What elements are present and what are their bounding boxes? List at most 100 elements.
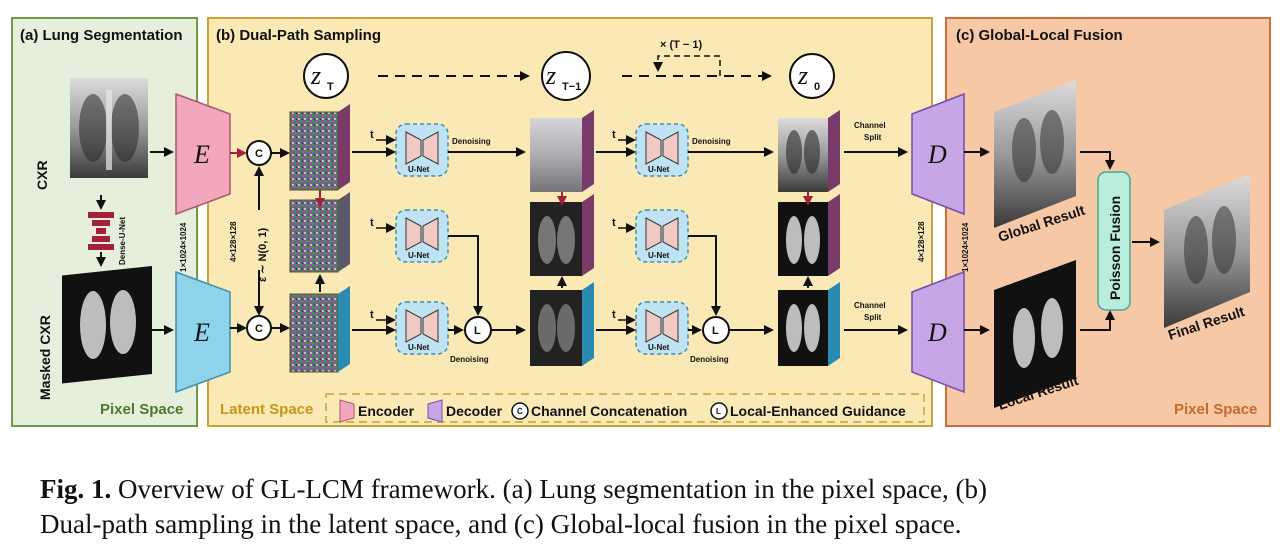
- svg-text:U-Net: U-Net: [648, 165, 670, 174]
- final-result-image: [1164, 174, 1250, 328]
- unet-global-2: U-Net: [635, 123, 689, 177]
- latent-cube-global-T: [289, 104, 350, 191]
- svg-text:E: E: [193, 140, 210, 169]
- legend-decoder: Decoder: [427, 399, 503, 423]
- legend-box: [325, 393, 925, 423]
- latent-cube-noise-T1: [530, 194, 594, 276]
- svg-text:C: C: [517, 407, 523, 416]
- denoising-1a: Denoising: [452, 137, 491, 146]
- cxr-image: [70, 78, 148, 178]
- svg-text:E: E: [193, 318, 210, 347]
- unet-local-2: U-Net: [635, 301, 689, 355]
- dense-unet-icon: [88, 212, 114, 250]
- svg-text:T: T: [327, 81, 334, 93]
- t-label-1b: t: [370, 217, 374, 229]
- masked-cxr-label: Masked CXR: [37, 315, 53, 400]
- z-T-node: z T: [303, 53, 349, 99]
- svg-text:L: L: [716, 407, 721, 416]
- svg-text:U-Net: U-Net: [408, 165, 430, 174]
- denoising-2a: Denoising: [692, 137, 731, 146]
- arrow-unet-2b-to-L: [688, 235, 721, 316]
- svg-text:U-Net: U-Net: [408, 343, 430, 352]
- encoder-local: E: [175, 270, 231, 394]
- global-result-image: [994, 80, 1076, 228]
- latent-cube-noise-T: [289, 192, 350, 273]
- svg-text:z: z: [310, 61, 321, 90]
- latent-cube-global-0: [778, 110, 840, 192]
- legend-concat: C Channel Concatenation: [511, 402, 687, 420]
- latent-cube-local-0: [778, 282, 840, 366]
- dim-pixel-label-right: 1×1024×1024: [961, 222, 970, 272]
- svg-text:Poisson Fusion: Poisson Fusion: [1107, 196, 1123, 300]
- dim-latent-label-right: 4×128×128: [917, 221, 926, 262]
- svg-text:T−1: T−1: [562, 81, 581, 93]
- cxr-label: CXR: [34, 160, 50, 190]
- legend-guidance: L Local-Enhanced Guidance: [710, 402, 906, 420]
- encoder-global: E: [175, 92, 231, 216]
- latent-cube-local-T1: [530, 282, 594, 366]
- latent-cube-noise-0: [778, 194, 840, 276]
- unet-noise-1: U-Net: [395, 209, 449, 263]
- decoder-global: D: [911, 92, 965, 216]
- svg-text:U-Net: U-Net: [648, 343, 670, 352]
- svg-text:L: L: [474, 325, 481, 337]
- z-0-node: z 0: [789, 53, 835, 99]
- local-guidance-node-1: L: [464, 316, 492, 344]
- svg-text:z: z: [797, 61, 808, 90]
- svg-text:Decoder: Decoder: [446, 403, 503, 419]
- figure-caption: Fig. 1. Overview of GL-LCM framework. (a…: [40, 472, 1270, 542]
- caption-line-1: Fig. 1. Overview of GL-LCM framework. (a…: [40, 472, 1270, 507]
- unet-global-1: U-Net: [395, 123, 449, 177]
- unet-local-1: U-Net: [395, 301, 449, 355]
- dim-latent-label-left: 4×128×128: [229, 221, 238, 262]
- dense-unet-label: Dense-U-Net: [118, 217, 127, 265]
- svg-text:Local-Enhanced Guidance: Local-Enhanced Guidance: [730, 403, 906, 419]
- caption-line-2: Dual-path sampling in the latent space, …: [40, 509, 962, 539]
- caption-label: Fig. 1.: [40, 474, 112, 504]
- latent-cube-local-T: [289, 286, 350, 373]
- local-guidance-node-2: L: [702, 316, 730, 344]
- t-label-2c: t: [612, 309, 616, 321]
- panel-a-space: Pixel Space: [100, 401, 183, 418]
- decoder-local: D: [911, 270, 965, 394]
- arrow-global-to-fusion: [1080, 151, 1115, 170]
- svg-text:U-Net: U-Net: [408, 251, 430, 260]
- svg-text:L: L: [712, 325, 719, 337]
- repeat-label: × (T − 1): [660, 39, 703, 51]
- panel-c-space: Pixel Space: [1174, 401, 1257, 418]
- caption-line1-text: Overview of GL-LCM framework. (a) Lung s…: [111, 474, 987, 504]
- legend-encoder: Encoder: [339, 399, 415, 423]
- repeat-loop: [653, 55, 721, 76]
- denoising-1c: Denoising: [450, 355, 489, 364]
- svg-text:U-Net: U-Net: [648, 251, 670, 260]
- svg-text:Encoder: Encoder: [358, 403, 415, 419]
- arrow-unet-1b-to-L: [448, 235, 483, 316]
- t-label-2b: t: [612, 217, 616, 229]
- denoising-2c: Denoising: [690, 355, 729, 364]
- t-label-2a: t: [612, 129, 616, 141]
- poisson-fusion-block: Poisson Fusion: [1097, 171, 1131, 311]
- framework-figure: (a) Lung Segmentation (b) Dual-Path Samp…: [11, 17, 1271, 427]
- arrow-local-to-fusion: [1080, 310, 1115, 331]
- svg-text:Channel Concatenation: Channel Concatenation: [531, 403, 687, 419]
- z-T-minus-1-node: z T−1: [541, 51, 591, 101]
- masked-cxr-image: [62, 266, 152, 384]
- latent-cube-global-T1: [530, 110, 594, 192]
- t-label-1c: t: [370, 309, 374, 321]
- panel-b-space: Latent Space: [220, 401, 313, 418]
- dim-pixel-label-left: 1×1024×1024: [179, 222, 188, 272]
- noise-label: ε ∼ N(0, 1): [257, 227, 269, 282]
- panel-c-title: (c) Global-Local Fusion: [956, 27, 1123, 44]
- svg-text:D: D: [927, 318, 947, 347]
- concat-node-bottom: C: [246, 315, 272, 341]
- svg-text:C: C: [255, 148, 263, 160]
- svg-text:D: D: [927, 140, 947, 169]
- svg-text:z: z: [545, 61, 556, 90]
- unet-noise-2: U-Net: [635, 209, 689, 263]
- svg-text:C: C: [255, 323, 263, 335]
- t-label-1a: t: [370, 129, 374, 141]
- panel-b-title: (b) Dual-Path Sampling: [216, 27, 381, 44]
- concat-node-top: C: [246, 140, 272, 166]
